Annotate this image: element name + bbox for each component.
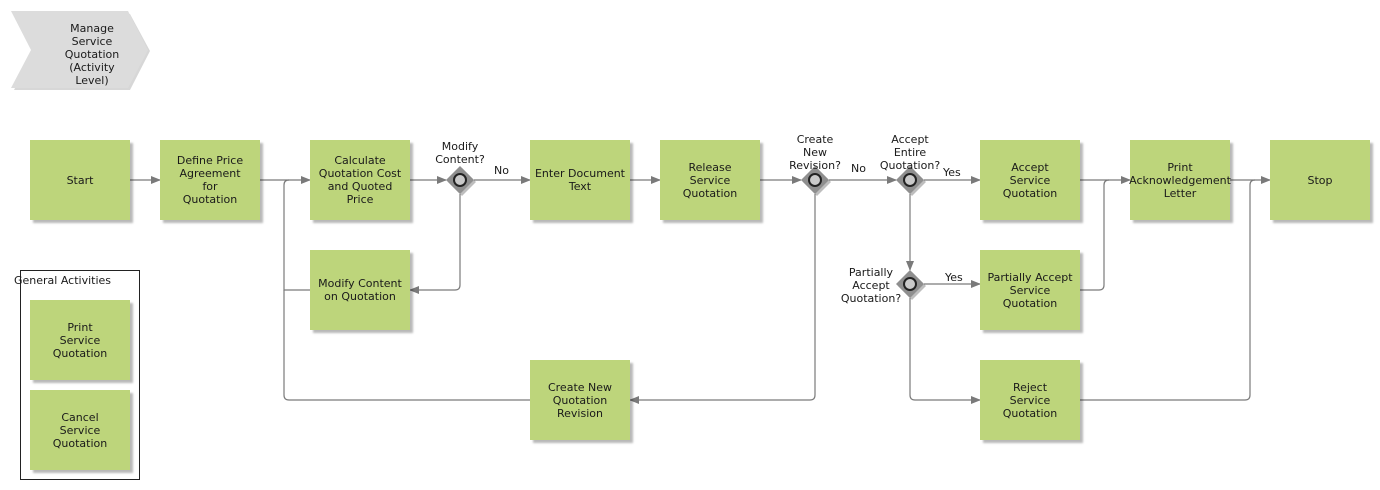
task-print-service-quotation[interactable]: Print Service Quotation [30, 300, 130, 380]
task-define-price-agreement[interactable]: Define Price Agreement for Quotation [160, 140, 260, 220]
edge-partial-gateway-to-reject [909, 298, 981, 404]
edge-create-revision-to-calc-cost [283, 290, 530, 401]
gateway-label-accept-entire: Accept Entire Quotation? [879, 133, 941, 172]
gateway-diamond-icon [896, 270, 926, 300]
task-cancel-service-quotation[interactable]: Cancel Service Quotation [30, 390, 130, 470]
task-partially-accept-quotation[interactable]: Partially Accept Service Quotation [980, 250, 1080, 330]
task-create-new-revision[interactable]: Create New Quotation Revision [530, 360, 630, 440]
edge-modify-gateway-to-modify-content [409, 194, 461, 294]
task-stop[interactable]: Stop [1270, 140, 1370, 220]
edge-modify-content-to-calc-cost [283, 179, 310, 291]
edge-partial-accept-to-print-ack [1080, 179, 1110, 291]
task-release-service-quotation[interactable]: Release Service Quotation [660, 140, 760, 220]
task-start[interactable]: Start [30, 140, 130, 220]
general-activities-title: General Activities [14, 274, 112, 287]
gateway-diamond-icon [896, 166, 926, 196]
edge-label-modify-no: No [494, 164, 509, 177]
task-calculate-quotation-cost[interactable]: Calculate Quotation Cost and Quoted Pric… [310, 140, 410, 220]
gateway-accept-entire[interactable] [896, 166, 926, 196]
chevron-shape [11, 11, 150, 90]
task-accept-service-quotation[interactable]: Accept Service Quotation [980, 140, 1080, 220]
task-enter-document-text[interactable]: Enter Document Text [530, 140, 630, 220]
edge-label-create-rev-no: No [851, 162, 866, 175]
process-title: Manage Service Quotation (Activity Level… [64, 21, 120, 87]
gateway-diamond-icon [801, 166, 831, 196]
edge-create-rev-gateway-to-create-revision [629, 194, 816, 404]
process-header-chevron: Manage Service Quotation (Activity Level… [10, 10, 152, 92]
task-modify-content[interactable]: Modify Content on Quotation [310, 250, 410, 330]
gateway-create-new-revision[interactable] [801, 166, 831, 196]
edge-label-accept-yes: Yes [943, 166, 961, 179]
general-activities-box [20, 270, 140, 480]
edge-reject-to-stop [1080, 179, 1256, 401]
task-print-acknowledgement-letter[interactable]: Print Acknowledgement Letter [1129, 140, 1231, 220]
gateway-diamond-icon [446, 166, 476, 196]
gateway-partially-accept[interactable] [896, 270, 926, 300]
gateway-label-modify: Modify Content? [435, 140, 485, 166]
task-reject-service-quotation[interactable]: Reject Service Quotation [980, 360, 1080, 440]
gateway-modify-content[interactable] [446, 166, 476, 196]
gateway-label-create-revision: Create New Revision? [789, 133, 841, 172]
edge-label-partial-yes: Yes [945, 271, 963, 284]
gateway-label-partial: Partially Accept Quotation? [840, 266, 902, 305]
